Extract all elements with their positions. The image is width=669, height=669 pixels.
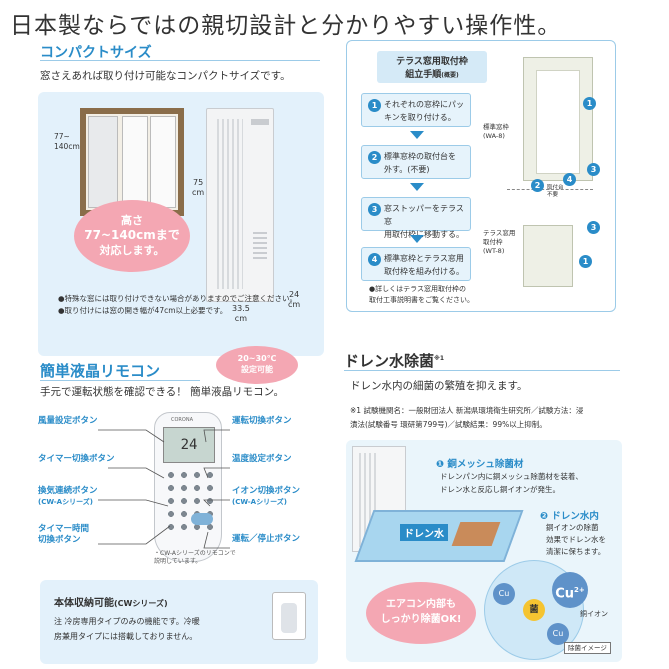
copper-ion-icon: Cu (547, 623, 569, 645)
label-mode-button: 運転切換ボタン (232, 416, 292, 426)
compact-note-1: ●特殊な窓には取り付けできない場合がありますのでご注意ください。 (58, 294, 298, 303)
drain-desc: ドレン水内の細菌の繁殖を抑えます。 (350, 380, 528, 392)
figure-number: 2 (531, 179, 544, 192)
label-fan-speed-button: 風量設定ボタン (38, 416, 98, 426)
terrace-subtitle-note: (概要) (441, 72, 459, 79)
terrace-note: ●詳しくはテラス窓用取付枠の取付工事説明書をご覧ください。 (369, 285, 474, 304)
terrace-subtitle: 組立手順 (405, 70, 442, 80)
terrace-title-box: テラス窓用取付枠 組立手順(概要) (377, 51, 487, 83)
label-ion-button: イオン切換ボタン(CW-Aシリーズ) (232, 486, 301, 506)
terrace-step-4: 4 標準窓枠とテラス窓用取付枠を組み付ける。 (361, 247, 471, 281)
base-not-needed-label: 取付台不要 (547, 185, 564, 198)
step-number: 4 (368, 253, 381, 266)
drain-water-label: ドレン水 (400, 524, 448, 541)
drain-section: ドレン水除菌※1 ドレン水内の細菌の繁殖を抑えます。 ※1 試験機関名：一般財団… (344, 346, 624, 666)
compact-title-rule (40, 60, 320, 61)
aircon-vent (217, 119, 243, 289)
window-height-label: 77~140cm (54, 132, 80, 151)
label-timer-hours-button: タイマー時間切換ボタン (38, 524, 90, 545)
remote-desc: 手元で運転状態を確認できる！ 簡単液晶リモコン。 (40, 386, 284, 398)
figure-number: 4 (563, 173, 576, 186)
terrace-title: テラス窓用取付枠 (396, 57, 468, 67)
label-power-button: 運転／停止ボタン (232, 534, 301, 544)
step-arrow (410, 131, 424, 139)
storage-panel: 本体収納可能(CWシリーズ) 注 冷房専用タイプのみの機能です。冷暖房兼用タイプ… (40, 580, 318, 664)
remote-power-button (191, 513, 213, 525)
drain-title: ドレン水除菌※1 (344, 352, 445, 370)
storage-illustration (272, 592, 306, 640)
compact-title: コンパクトサイズ (40, 45, 152, 61)
figure-number: 1 (583, 97, 596, 110)
figure-number: 3 (587, 221, 600, 234)
compact-note-2: ●取り付けには窓の開き幅が47cm以上必要です。 (58, 306, 228, 315)
standard-frame-label: 標準窓枠(WA-8) (483, 123, 509, 140)
standard-frame-illustration (523, 57, 593, 181)
item2-title: ❷ ドレン水内 (540, 511, 599, 522)
remote-lcd: 24 (163, 427, 215, 463)
terrace-section: テラス窓用取付枠 組立手順(概要) 1 それぞれの窓枠にパッキンを取り付ける。 … (346, 40, 616, 312)
aircon-badge (251, 119, 269, 125)
image-note: 除菌イメージ (564, 642, 611, 654)
bacteria-icon: 菌 (523, 599, 545, 621)
aircon-controls (253, 229, 267, 259)
terrace-frame-illustration (523, 225, 573, 287)
remote-control-illustration: CORONA 24 (154, 412, 222, 562)
remote-leader-lines (98, 429, 230, 549)
storage-title: 本体収納可能(CWシリーズ) (54, 598, 168, 609)
compact-section: コンパクトサイズ 窓さえあれば取り付け可能なコンパクトサイズです。 77~140… (8, 38, 324, 356)
remote-title-rule (40, 380, 200, 381)
terrace-step-3: 3 窓ストッパーをテラス窓用取付枠に移動する。 (361, 197, 471, 239)
label-ventilation-button: 換気連続ボタン(CW-Aシリーズ) (38, 486, 98, 506)
drain-footnote: ※1 試験機関名：一般財団法人 新潟県環境衛生研究所／試験方法：浸漬法(試験番号… (350, 406, 584, 429)
window-pane (122, 116, 148, 208)
figure-number: 3 (587, 163, 600, 176)
mini-aircon-in-window (88, 116, 118, 208)
copper-ion-icon: Cu (493, 583, 515, 605)
copper-ion-large-icon: Cu2+ (552, 572, 588, 608)
assembly-guide-line (507, 189, 593, 195)
window-illustration (80, 108, 184, 216)
remote-title: 簡単液晶リモコン (40, 362, 161, 380)
step-arrow (410, 183, 424, 191)
compact-desc: 窓さえあれば取り付け可能なコンパクトサイズです。 (40, 70, 291, 82)
step-number: 2 (368, 151, 381, 164)
terrace-step-2: 2 標準窓枠の取付台を外す。(不要) (361, 145, 471, 179)
terrace-step-1: 1 それぞれの窓枠にパッキンを取り付ける。 (361, 93, 471, 127)
aircon-internal-badge: エアコン内部もしっかり除菌OK! (366, 582, 476, 644)
aircon-unit-illustration (206, 108, 274, 302)
figure-number: 1 (579, 255, 592, 268)
copper-ion-label: 銅イオン (580, 610, 608, 618)
window-pane (150, 116, 176, 208)
terrace-frame-label: テラス窓用取付枠(WT-8) (483, 229, 516, 255)
label-timer-toggle-button: タイマー切換ボタン (38, 454, 115, 464)
step-arrow (410, 235, 424, 243)
page-title: 日本製ならではの親切設計と分かりやすい操作性。 (10, 13, 562, 39)
height-support-badge: 高さ 77~140cmまで 対応します。 (74, 200, 190, 272)
item2-text: 銅イオンの除菌効果でドレン水を清潔に保ちます。 (546, 523, 606, 556)
item1-text: ドレンパン内に銅メッシュ除菌材を装着、ドレン水と反応し銅イオンが発生。 (440, 472, 583, 494)
remote-brand: CORONA (171, 417, 193, 423)
remote-footnote: ・CW-Aシリーズのリモコンで説明しています。 (154, 550, 236, 565)
step-number: 1 (368, 99, 381, 112)
label-temp-button: 温度設定ボタン (232, 454, 292, 464)
drain-title-rule (344, 370, 620, 371)
item1-title: ❶ 銅メッシュ除菌材 (436, 459, 524, 470)
storage-note: 注 冷房専用タイプのみの機能です。冷暖房兼用タイプには搭載しておりません。 (54, 617, 200, 641)
step-number: 3 (368, 203, 381, 216)
